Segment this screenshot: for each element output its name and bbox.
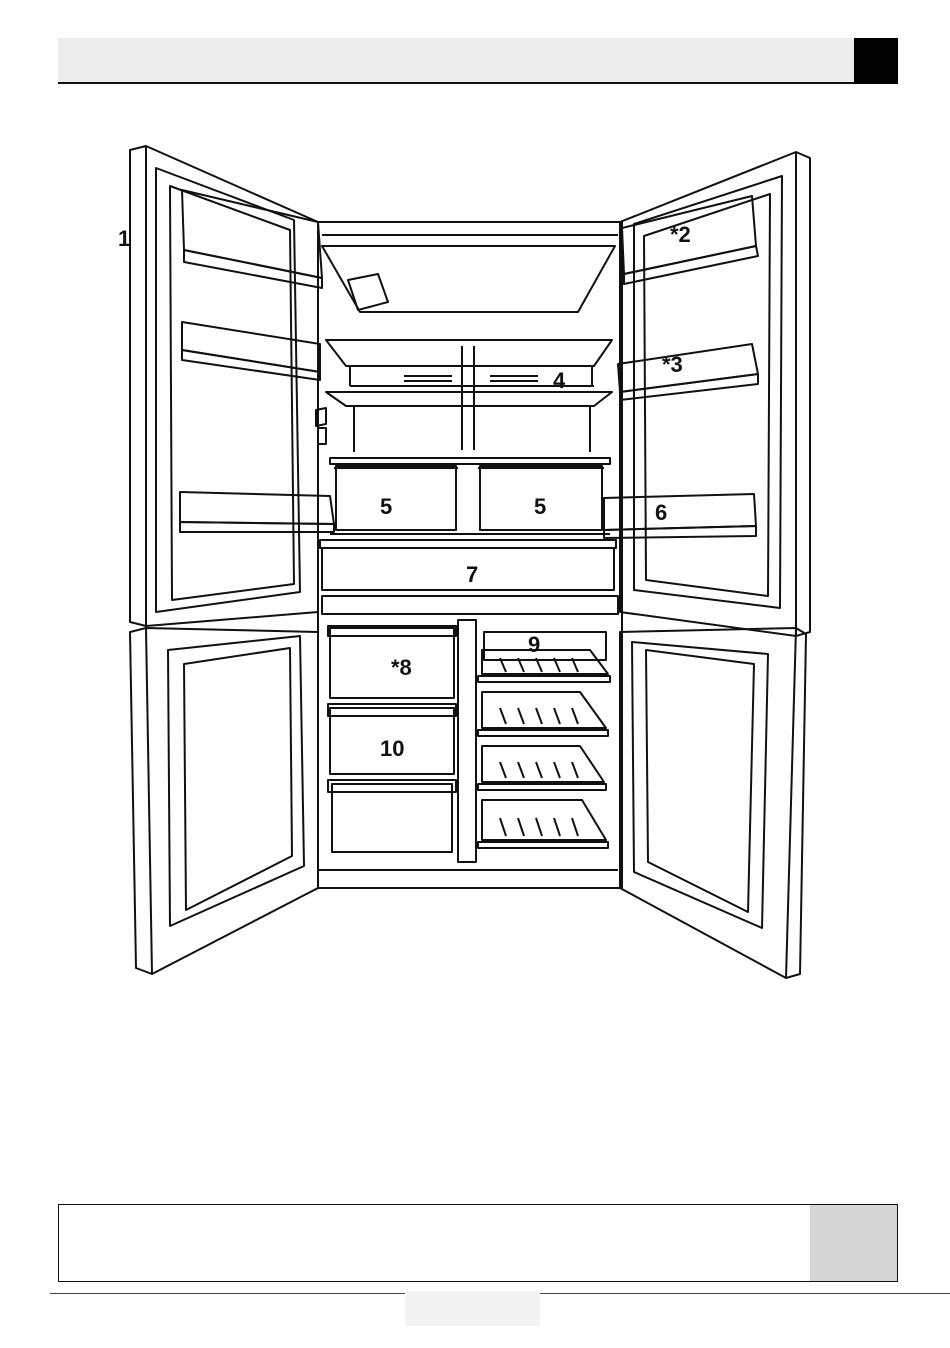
door-bin-right-3: [604, 494, 756, 530]
label-9: 9: [528, 632, 540, 657]
refrigerator-illustration: 1 *2 *3 4 5 5 6 7 *8 9 10: [0, 0, 950, 1000]
label-6: 6: [655, 500, 667, 525]
cabinet-outline: [318, 222, 622, 888]
label-5-left: 5: [380, 494, 392, 519]
door-bin-left-3: [180, 492, 334, 524]
wine-rack-4: [478, 800, 608, 848]
label-4: 4: [553, 368, 566, 393]
shelf-lower: [326, 392, 612, 406]
wine-rack-1: [478, 650, 610, 682]
label-5-right: 5: [534, 494, 546, 519]
shelf-upper: [326, 340, 612, 366]
wine-rack-2: [478, 692, 608, 736]
label-8: *8: [391, 655, 412, 680]
crisper-left: [336, 466, 456, 530]
label-2: *2: [670, 222, 691, 247]
page-number-area: [405, 1291, 540, 1326]
wine-rack-3: [478, 746, 606, 790]
label-10: 10: [380, 736, 404, 761]
footer-box: [58, 1204, 898, 1282]
footer-tab: [810, 1205, 897, 1281]
label-7: 7: [466, 562, 478, 587]
drawer-3: [332, 784, 452, 852]
door-bin-left-2: [182, 322, 320, 372]
door-bin-right-2: [618, 344, 758, 392]
label-3: *3: [662, 352, 683, 377]
label-1: 1: [118, 226, 130, 251]
